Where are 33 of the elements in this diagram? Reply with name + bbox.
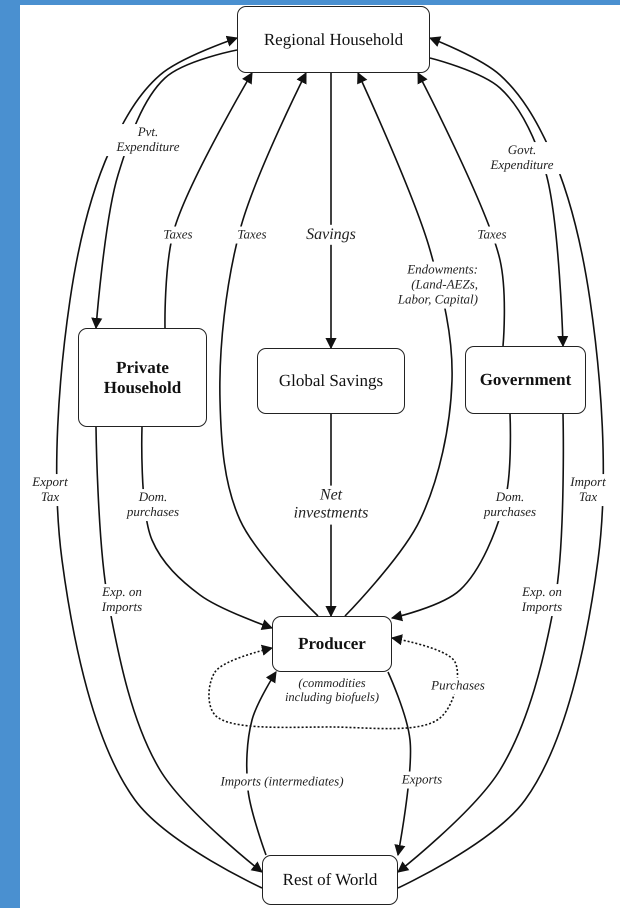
- process-box: [465, 346, 586, 414]
- edge-label: Taxes: [235, 226, 269, 244]
- process-box: [78, 328, 207, 427]
- arrow: [56, 36, 262, 889]
- edge-label: Savings: [304, 224, 358, 246]
- arrow: [325, 73, 337, 350]
- node-label: Rest of World: [282, 870, 378, 890]
- arrow: [219, 72, 319, 617]
- arrow: [164, 72, 253, 328]
- arrow: [430, 57, 568, 348]
- edge-label: Taxes: [475, 226, 509, 244]
- edge-label: Taxes: [161, 226, 195, 244]
- arrow: [344, 72, 453, 617]
- arrow: [95, 426, 263, 873]
- edge-label: Purchases: [429, 678, 487, 694]
- node-label: Producer: [298, 634, 366, 654]
- node-caption: (commodities including biofuels): [284, 676, 380, 705]
- arrow: [246, 671, 277, 856]
- arrow: [208, 634, 458, 730]
- node-label: Regional Household: [264, 30, 404, 50]
- arrow: [387, 672, 412, 856]
- process-box: [272, 616, 392, 672]
- arrow: [91, 49, 238, 330]
- arrow: [398, 36, 604, 889]
- process-box: [257, 348, 405, 414]
- arrow: [417, 72, 506, 346]
- arrow: [397, 414, 564, 873]
- node-label: Private Household: [102, 358, 182, 398]
- process-box: [262, 855, 398, 905]
- node-label: Global Savings: [278, 371, 384, 391]
- process-box: [237, 6, 430, 73]
- node-label: Government: [480, 370, 572, 390]
- edge-label: Exports: [400, 772, 444, 788]
